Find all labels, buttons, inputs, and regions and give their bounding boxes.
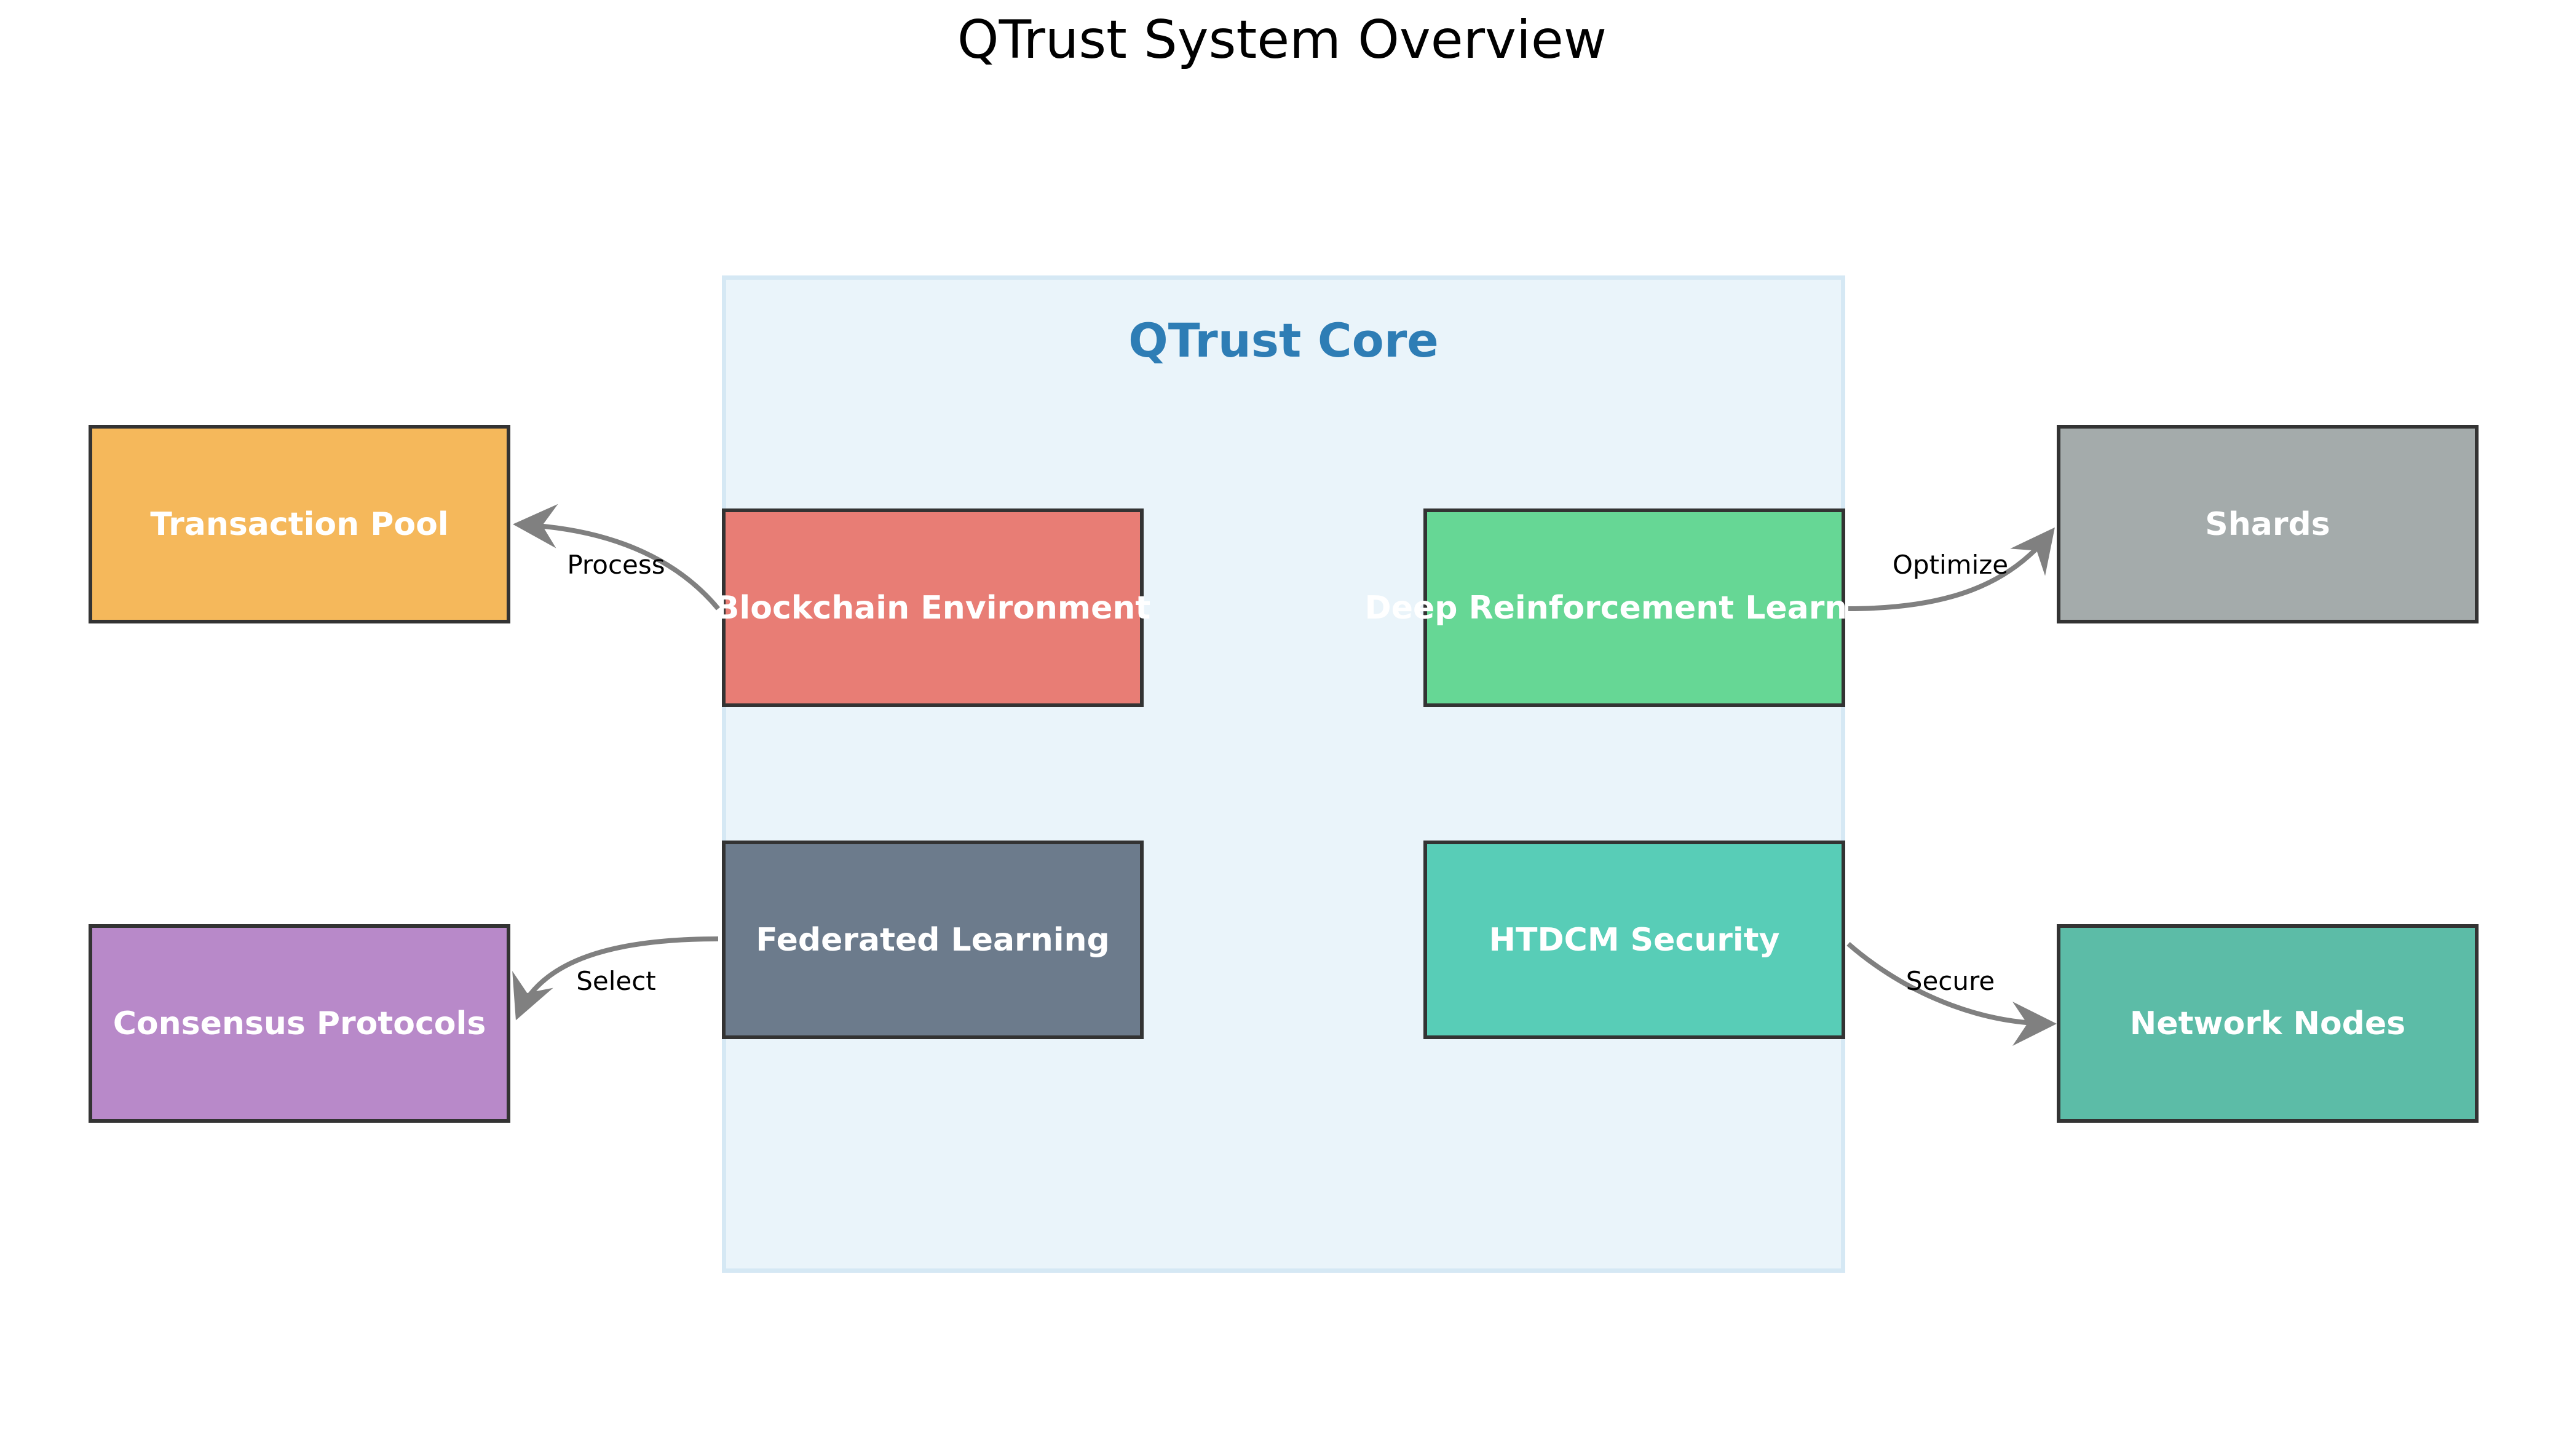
node-htdcm-security: HTDCM Security — [1423, 841, 1845, 1039]
node-label: Consensus Protocols — [113, 1005, 486, 1042]
edge-select-arrow — [512, 936, 719, 1021]
page-title: QTrust System Overview — [957, 9, 1607, 71]
node-label: Deep Reinforcement Learning — [1364, 589, 1904, 627]
core-title: QTrust Core — [1128, 313, 1439, 368]
node-label: Federated Learning — [756, 921, 1110, 959]
node-network-nodes: Network Nodes — [2057, 924, 2479, 1123]
node-federated-learning: Federated Learning — [722, 841, 1144, 1039]
edge-select-label: Select — [576, 966, 656, 996]
node-label: Blockchain Environment — [714, 589, 1151, 627]
node-shards: Shards — [2057, 425, 2479, 623]
edge-optimize-label: Optimize — [1893, 550, 2008, 580]
edge-optimize-arrow — [1848, 527, 2055, 611]
edge-secure-arrow — [1846, 941, 2057, 1046]
node-label: Transaction Pool — [150, 505, 449, 543]
node-label: Network Nodes — [2129, 1005, 2406, 1042]
node-blockchain-environment: Blockchain Environment — [715, 508, 1150, 707]
node-label: Shards — [2205, 505, 2330, 543]
node-consensus-protocols: Consensus Protocols — [89, 924, 510, 1123]
edge-secure-label: Secure — [1906, 966, 1995, 996]
node-transaction-pool: Transaction Pool — [89, 425, 510, 623]
edge-process-label: Process — [567, 550, 665, 580]
node-deep-reinforcement-learning: Deep Reinforcement Learning — [1365, 508, 1904, 707]
core-region — [722, 275, 1845, 1273]
edge-process-arrow — [513, 504, 721, 611]
node-label: HTDCM Security — [1489, 921, 1780, 959]
